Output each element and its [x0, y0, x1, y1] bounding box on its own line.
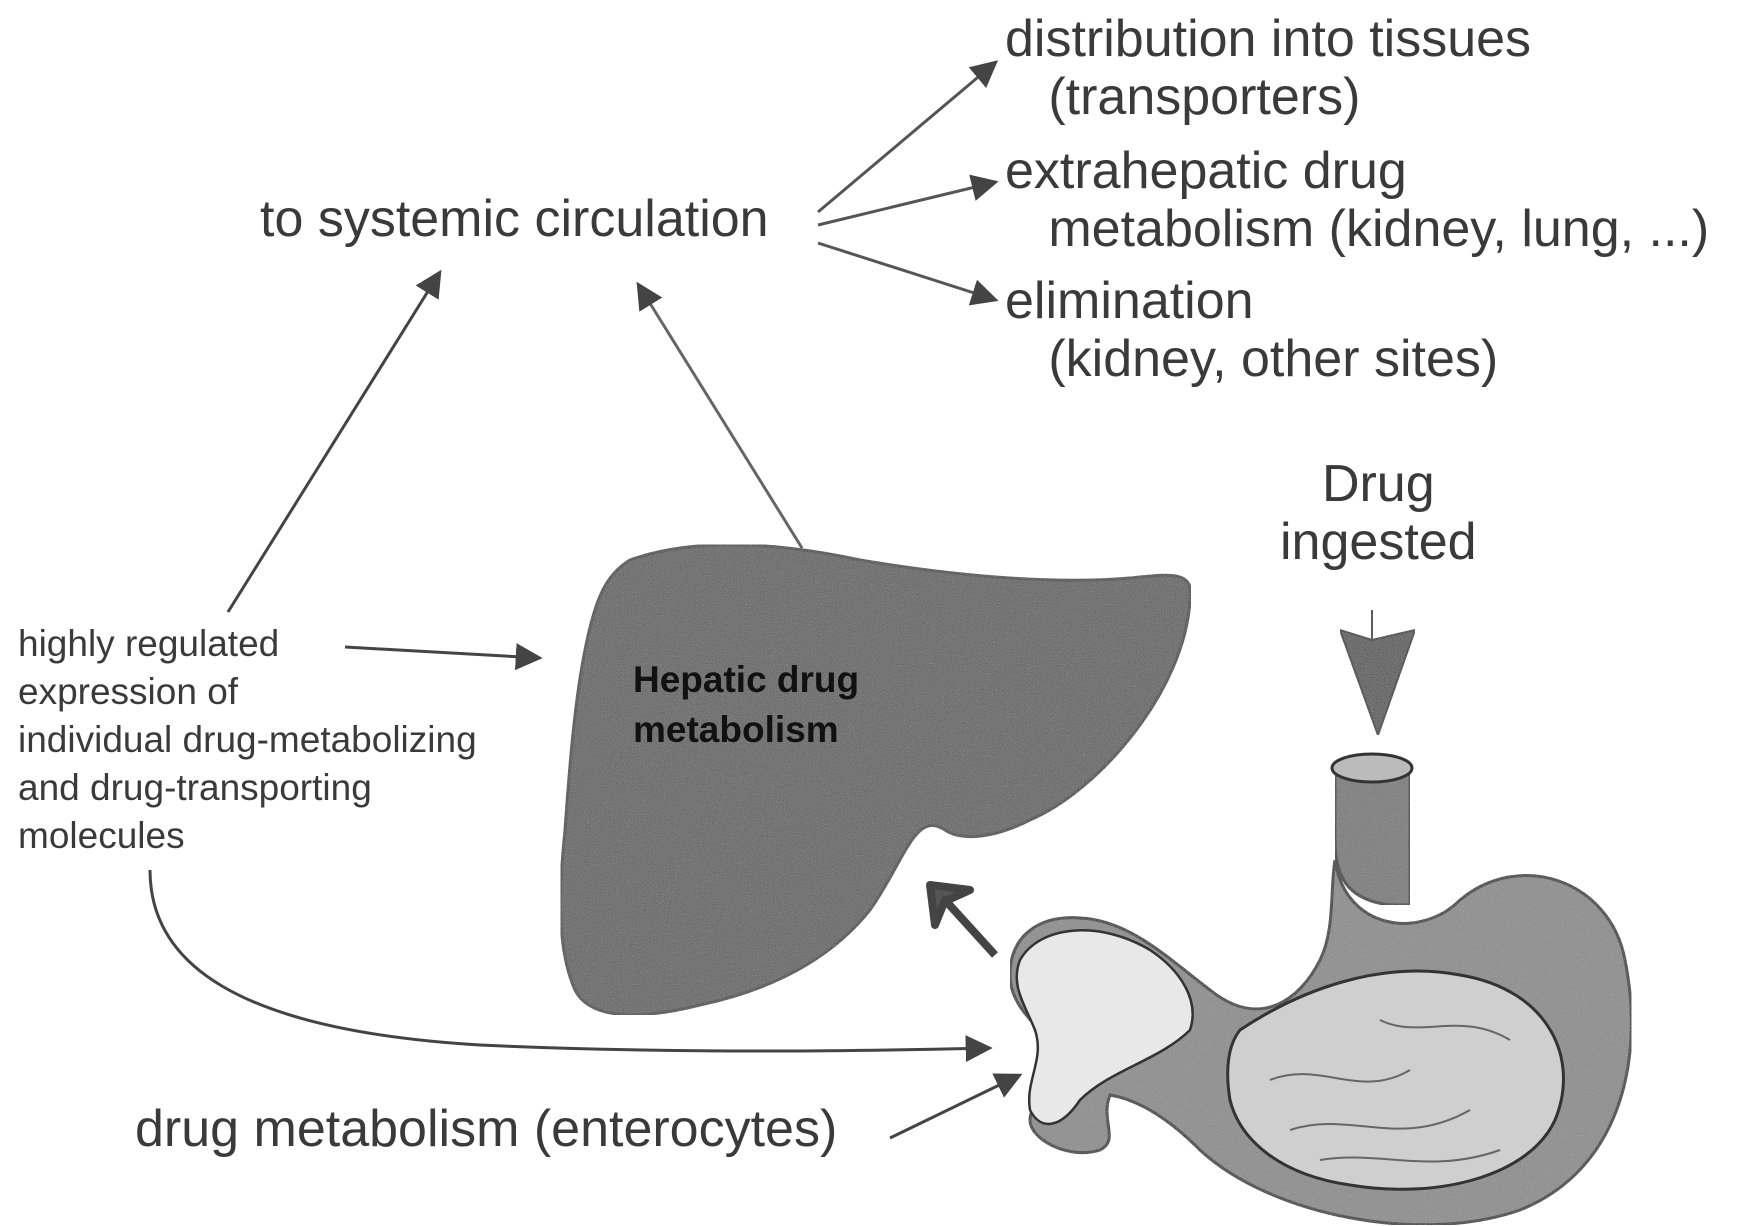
hepatic-metabolism-label: Hepatic drug metabolism [633, 655, 859, 755]
ingest-arrow [1340, 610, 1415, 735]
extrahepatic-label: extrahepatic drug metabolism (kidney, lu… [1005, 142, 1709, 258]
regulated-expression-label: highly regulated expression of individua… [18, 620, 477, 860]
gut-to-liver-arrow [930, 885, 995, 955]
esophagus-shape [1335, 765, 1410, 905]
arrow-liver-to-systemic [638, 284, 802, 548]
systemic-circulation-label: to systemic circulation [260, 190, 769, 248]
esophagus-opening [1332, 754, 1412, 782]
elimination-label: elimination (kidney, other sites) [1005, 272, 1498, 388]
distribution-label: distribution into tissues (transporters) [1005, 10, 1531, 126]
arrow-to-elimination [818, 243, 996, 300]
arrow-enterocytes-to-gut [890, 1075, 1020, 1138]
enterocytes-label: drug metabolism (enterocytes) [135, 1100, 837, 1158]
drug-ingested-label: Drug ingested [1280, 455, 1477, 571]
arrow-regulated-to-systemic [228, 272, 440, 612]
